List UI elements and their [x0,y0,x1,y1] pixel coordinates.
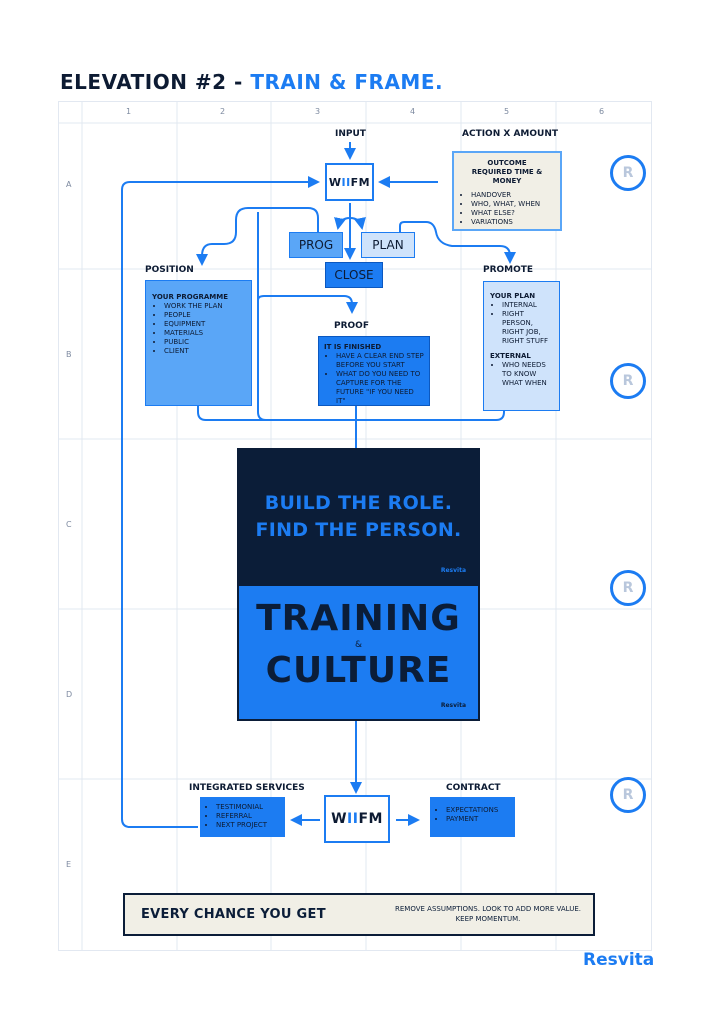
column-label-1: 1 [126,107,132,116]
poster2-line-1: TRAINING [256,598,461,639]
list-item: HANDOVER [471,191,555,200]
wiifm-fm: FM [358,811,383,827]
wiifm-ii: II [347,811,359,827]
contract-label: CONTRACT [446,783,501,793]
row-label-b: B [66,350,72,359]
list-item: MATERIALS [164,329,245,338]
poster1-line-1: BUILD THE ROLE. [264,492,453,514]
column-label-6: 6 [599,107,605,116]
circle-letter: R [622,580,634,596]
poster1-brand: Resvita [440,567,466,574]
brand-logo: Resvita [583,950,655,970]
integrated-services-box: TESTIMONIAL REFERRAL NEXT PROJECT [200,797,285,837]
poster1-line-2: FIND THE PERSON. [255,519,462,541]
action-list: HANDOVER WHO, WHAT, WHEN WHAT ELSE? VARI… [459,191,555,227]
action-box: OUTCOME REQUIRED TIME & MONEY HANDOVER W… [452,151,562,231]
title-part-2: TRAIN & FRAME. [250,70,444,94]
list-item: VARIATIONS [471,218,555,227]
banner-heading: EVERY CHANCE YOU GET [141,907,326,922]
row-label-a: A [66,180,72,189]
wiifm-ii: II [341,175,351,189]
poster2-amp: & [354,640,363,650]
resvita-circle-icon: R [610,363,646,399]
promote-plan-list: INTERNAL RIGHT PERSON, RIGHT JOB, RIGHT … [490,301,553,346]
circle-letter: R [622,165,634,181]
resvita-circle-icon: R [610,777,646,813]
promote-label: PROMOTE [483,265,534,275]
row-label-e: E [66,860,72,869]
input-label: INPUT [335,129,366,139]
list-item: WHO NEEDS TO KNOW WHAT WHEN [502,361,553,388]
row-label-d: D [66,690,73,699]
close-box: CLOSE [325,262,383,288]
wiifm-w: W [331,811,348,827]
circle-letter: R [622,373,634,389]
row-label-c: C [66,520,72,529]
position-box-title: YOUR PROGRAMME [152,293,229,301]
wiifm-w: W [328,175,342,189]
list-item: EXPECTATIONS [446,806,511,815]
action-amount-label: ACTION x AMOUNT [462,129,558,139]
plan-box: PLAN [361,232,415,258]
list-item: NEXT PROJECT [216,821,281,830]
position-box: YOUR PROGRAMME WORK THE PLAN PEOPLE EQUI… [145,280,252,406]
proof-label: PROOF [334,321,369,331]
list-item: HAVE A CLEAR END STEP BEFORE YOU START [336,352,424,370]
column-label-5: 5 [504,107,510,116]
column-label-4: 4 [410,107,416,116]
circle-letter: R [622,787,634,803]
list-item: CLIENT [164,347,245,356]
list-item: PEOPLE [164,311,245,320]
resvita-circle-icon: R [610,155,646,191]
promote-box: YOUR PLAN INTERNAL RIGHT PERSON, RIGHT J… [483,281,560,411]
page-title: ELEVATION #2 - TRAIN & FRAME. [60,70,443,94]
every-chance-banner: EVERY CHANCE YOU GET REMOVE ASSUMPTIONS.… [123,893,595,936]
resvita-circle-icon: R [610,570,646,606]
column-label-2: 2 [220,107,226,116]
prog-box: PROG [289,232,343,258]
proof-list: HAVE A CLEAR END STEP BEFORE YOU START W… [324,352,424,406]
list-item: INTERNAL [502,301,553,310]
list-item: REFERRAL [216,812,281,821]
banner-text: REMOVE ASSUMPTIONS. LOOK TO ADD MORE VAL… [395,905,581,923]
poster2-brand: Resvita [440,702,466,709]
proof-box-title: IT IS FINISHED [324,343,382,351]
contract-box: EXPECTATIONS PAYMENT [430,797,515,837]
position-label: POSITION [145,265,194,275]
position-list: WORK THE PLAN PEOPLE EQUIPMENT MATERIALS… [152,302,245,356]
list-item: RIGHT PERSON, RIGHT JOB, RIGHT STUFF [502,310,553,346]
action-box-title: OUTCOME REQUIRED TIME & MONEY [471,159,543,185]
list-item: WHAT DO YOU NEED TO CAPTURE FOR THE FUTU… [336,370,424,406]
list-item: PAYMENT [446,815,511,824]
list-item: TESTIMONIAL [216,803,281,812]
proof-box: IT IS FINISHED HAVE A CLEAR END STEP BEF… [318,336,430,406]
promote-external-title: EXTERNAL [490,352,531,360]
list-item: PUBLIC [164,338,245,347]
poster2-line-2: CULTURE [265,650,452,691]
poster-build-role: BUILD THE ROLE. FIND THE PERSON. Resvita [237,448,480,584]
integrated-list: TESTIMONIAL REFERRAL NEXT PROJECT [204,803,281,830]
title-part-1: ELEVATION #2 - [60,70,251,94]
contract-list: EXPECTATIONS PAYMENT [434,806,511,824]
promote-external-list: WHO NEEDS TO KNOW WHAT WHEN [490,361,553,388]
integrated-services-label: INTEGRATED SERVICES [189,783,305,793]
poster-training-culture: TRAINING & CULTURE Resvita [237,584,480,721]
promote-plan-title: YOUR PLAN [490,292,536,300]
column-label-3: 3 [315,107,321,116]
list-item: EQUIPMENT [164,320,245,329]
list-item: WHAT ELSE? [471,209,555,218]
wiifm-fm: FM [350,175,371,189]
list-item: WORK THE PLAN [164,302,245,311]
list-item: WHO, WHAT, WHEN [471,200,555,209]
